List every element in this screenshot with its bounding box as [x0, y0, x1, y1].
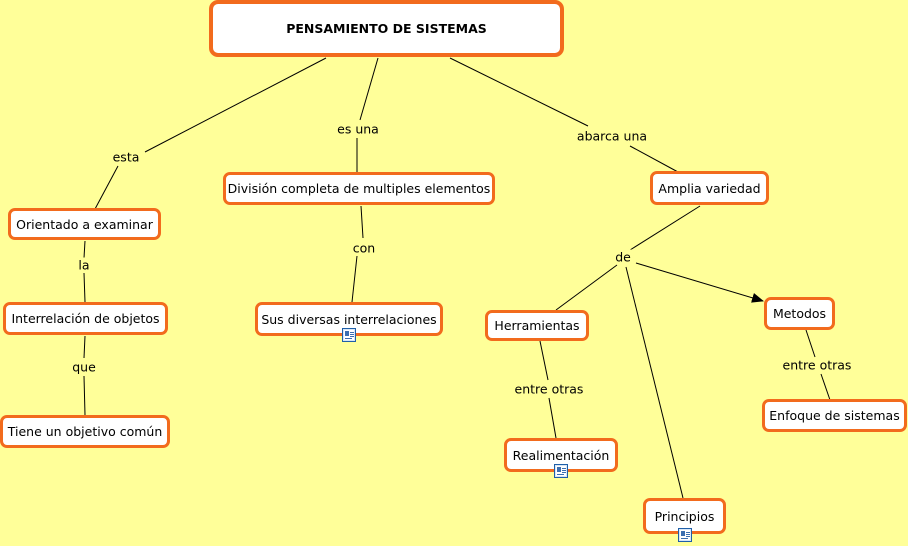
document-icon[interactable]: [342, 328, 356, 342]
concept-herramientas[interactable]: Herramientas: [485, 310, 589, 341]
link-label-entre-otras-metodos: entre otras: [780, 357, 854, 373]
connector-line: [548, 397, 557, 439]
link-label-es-una: es una: [335, 121, 381, 137]
concept-metodos[interactable]: Metodos: [764, 297, 835, 330]
concept-interrelacion-de-objetos[interactable]: Interrelación de objetos: [3, 302, 168, 335]
concept-amplia-variedad[interactable]: Amplia variedad: [650, 171, 769, 205]
connector-line: [83, 240, 86, 259]
connector-line: [83, 375, 86, 416]
connector-arrow: [635, 262, 764, 303]
link-label-que: que: [70, 359, 98, 375]
connector-line: [625, 266, 684, 499]
connector-line: [539, 340, 549, 381]
link-label-la: la: [76, 257, 92, 273]
connector-line: [820, 373, 831, 401]
connector-line: [805, 329, 816, 358]
connector-line: [449, 57, 589, 127]
connector-line: [360, 205, 364, 239]
connector-line: [83, 335, 86, 359]
link-label-con: con: [350, 240, 378, 256]
link-label-de: de: [613, 249, 633, 265]
connector-line: [629, 145, 679, 173]
document-icon[interactable]: [554, 464, 568, 478]
connector-line: [83, 272, 86, 303]
connector-line: [351, 255, 358, 303]
link-label-abarca-una: abarca una: [574, 128, 650, 144]
connector-line: [94, 165, 119, 210]
document-icon[interactable]: [678, 528, 692, 542]
link-label-entre-otras-herramientas: entre otras: [512, 381, 586, 397]
concept-orientado-a-examinar[interactable]: Orientado a examinar: [8, 208, 161, 240]
concept-root-pensamiento-de-sistemas[interactable]: PENSAMIENTO DE SISTEMAS: [209, 0, 564, 57]
connector-line: [555, 264, 618, 311]
connector-line: [144, 57, 327, 153]
connector-line: [359, 57, 379, 121]
concept-tiene-un-objetivo-comun[interactable]: Tiene un objetivo común: [0, 415, 170, 448]
concept-division-completa[interactable]: División completa de multiples elementos: [223, 172, 495, 205]
connector-line: [629, 205, 701, 251]
concept-sus-diversas-interrelaciones[interactable]: Sus diversas interrelaciones: [255, 302, 443, 336]
link-label-esta: esta: [110, 149, 142, 165]
concept-enfoque-de-sistemas[interactable]: Enfoque de sistemas: [762, 399, 907, 432]
